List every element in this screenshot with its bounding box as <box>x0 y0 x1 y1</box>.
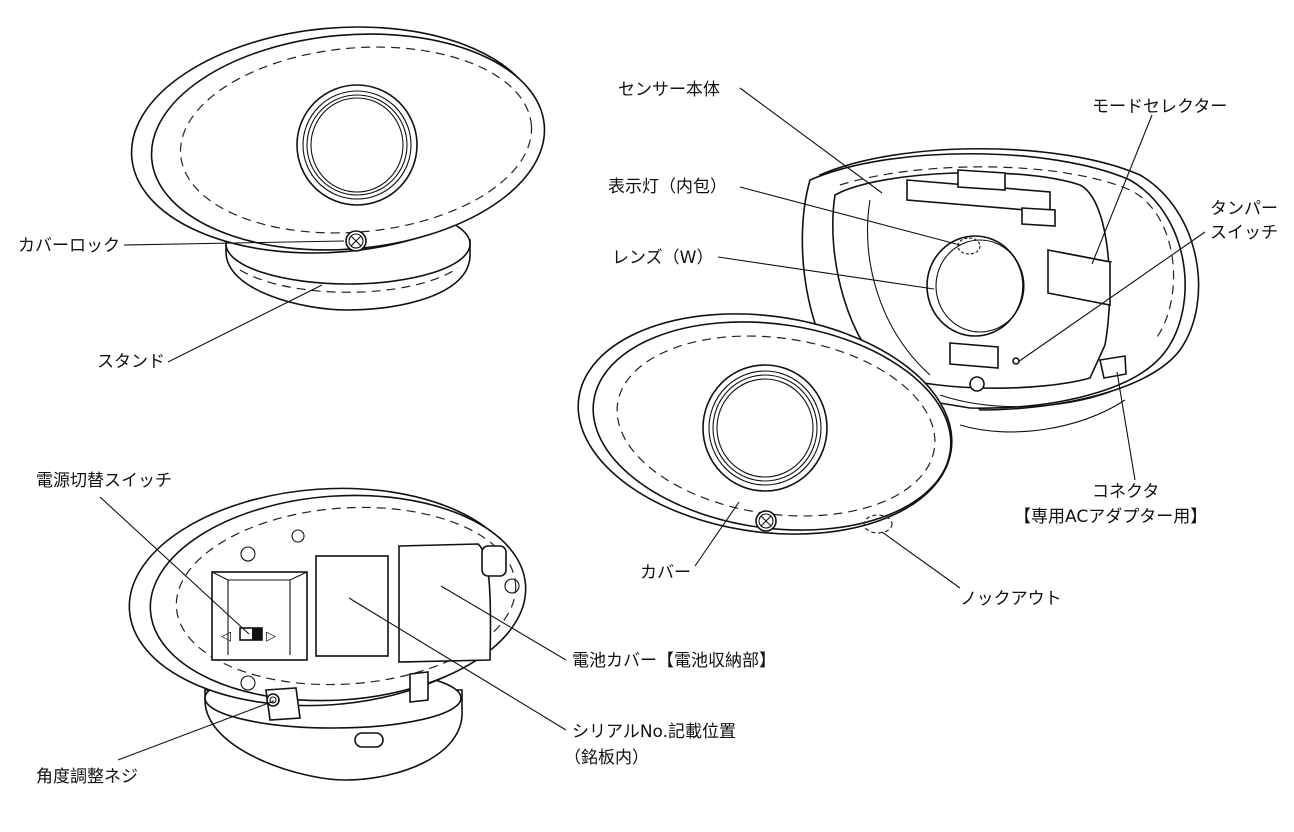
label-mode-selector: モードセレクター <box>1092 97 1227 117</box>
power-switch-compartment: ◁ ▷ <box>211 571 308 661</box>
connector-port <box>1099 355 1127 379</box>
mode-selector-component <box>906 169 1056 227</box>
tamper-switch-dot-icon <box>1012 357 1020 365</box>
label-lens: レンズ（W） <box>612 248 713 268</box>
label-battery-cover: 電池カバー【電池収納部】 <box>572 651 776 671</box>
leader-lines <box>99 87 1206 761</box>
switch-left-arrow-icon: ◁ <box>221 629 231 644</box>
battery-cover <box>398 543 507 663</box>
inner-lens <box>926 235 1025 337</box>
label-tamper-1: タンパー <box>1210 199 1278 219</box>
label-knockout: ノックアウト <box>960 589 1062 609</box>
label-stand: スタンド <box>97 352 165 372</box>
back-view-sensor: ◁ ▷ <box>128 487 527 781</box>
label-sensor-body: センサー本体 <box>618 80 720 100</box>
label-cover: カバー <box>640 563 691 583</box>
detached-cover <box>577 313 953 535</box>
label-serial-1: シリアルNo.記載位置 <box>572 722 736 742</box>
knockout-mark <box>863 514 893 534</box>
cover-screw-icon <box>755 510 777 532</box>
label-serial-2: （銘板内） <box>564 748 649 768</box>
label-indicator: 表示灯（内包） <box>608 177 727 197</box>
tamper-switch-component <box>1047 249 1113 306</box>
cover-lens <box>702 364 828 492</box>
serial-plate <box>315 555 389 657</box>
switch-right-arrow-icon: ▷ <box>266 629 276 644</box>
label-cover-lock: カバーロック <box>18 236 120 256</box>
cover-lock-screw-icon <box>345 230 367 252</box>
label-connector-2: 【専用ACアダプター用】 <box>1014 507 1207 527</box>
indicator-lamp-icon <box>957 237 981 255</box>
label-connector-1: コネクタ <box>1092 482 1159 502</box>
label-tamper-2: スイッチ <box>1210 223 1278 243</box>
front-view-sensor <box>130 26 546 311</box>
front-lens <box>296 84 418 206</box>
label-angle-screw: 角度調整ネジ <box>36 767 138 787</box>
label-power-switch: 電源切替スイッチ <box>36 471 172 491</box>
angle-adjust-screw <box>265 687 301 721</box>
labels: カバーロック スタンド センサー本体 表示灯（内包） レンズ（W） モードセレク… <box>18 80 1278 787</box>
open-view-sensor <box>801 148 1200 433</box>
